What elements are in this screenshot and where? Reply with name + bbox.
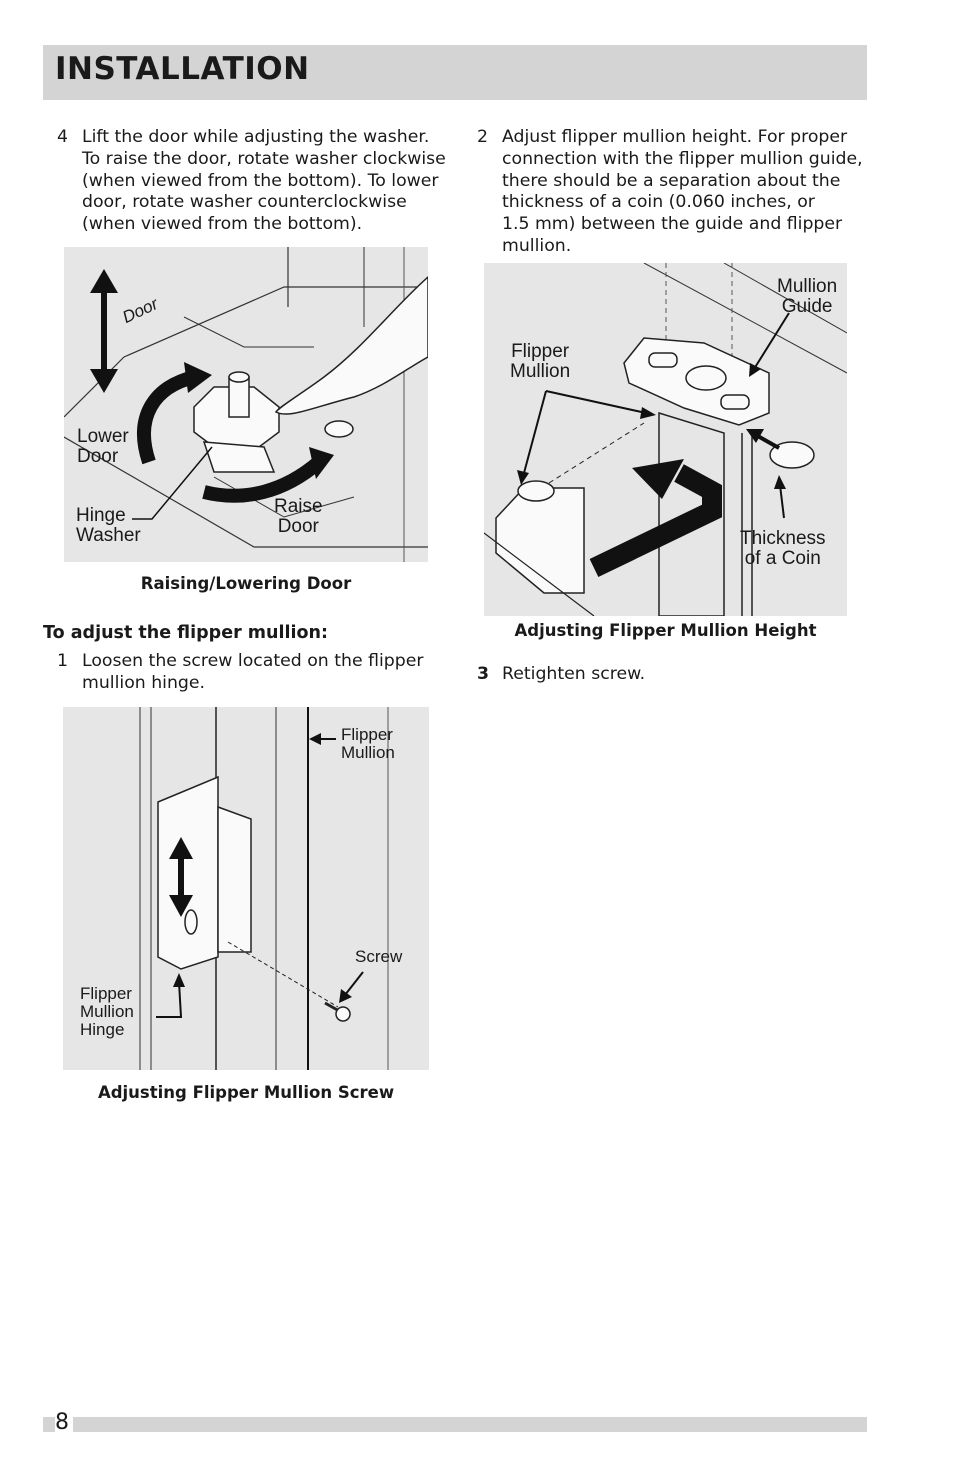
step-text: Retighten screw.	[502, 664, 646, 684]
label-flipper-mullion-hinge: Flipper Mullion Hinge	[80, 984, 134, 1039]
label-thickness-coin: Thickness of a Coin	[740, 528, 826, 569]
step-number: 1	[57, 651, 68, 671]
label-flipper-mullion: Flipper Mullion	[341, 725, 395, 762]
label-screw: Screw	[355, 947, 403, 966]
label-lower-door: Lower Door	[77, 426, 129, 467]
mullion-height-illustration	[484, 263, 847, 616]
step-line: Loosen the screw located on the flipper	[82, 651, 424, 671]
step-line: mullion hinge.	[82, 672, 206, 693]
step-line: (when viewed from the bottom). To lower	[82, 170, 439, 191]
page-number: 8	[55, 1410, 73, 1435]
header-bar: INSTALLATION	[43, 45, 867, 100]
step-4: 4 Lift the door while adjusting the wash…	[57, 127, 457, 239]
label-hinge-washer: Hinge Washer	[76, 505, 141, 546]
section-subheading: To adjust the flipper mullion:	[43, 623, 328, 643]
mullion-screw-illustration	[139, 707, 389, 1070]
step-number: 3	[477, 664, 490, 684]
step-2: 2 Adjust flipper mullion height. For pro…	[477, 127, 877, 261]
step-line: Lift the door while adjusting the washer…	[82, 127, 430, 147]
label-flipper-mullion: Flipper Mullion	[510, 341, 571, 382]
page-title: INSTALLATION	[55, 51, 310, 87]
step-line: 1.5 mm) between the guide and flipper	[502, 214, 843, 235]
step-line: (when viewed from the bottom).	[82, 214, 363, 235]
caption-raising-lowering-door: Raising/Lowering Door	[140, 574, 352, 593]
step-3: 3 Retighten screw.	[477, 664, 877, 688]
step-line: connection with the flipper mullion guid…	[502, 148, 863, 169]
step-line: To raise the door, rotate washer clockwi…	[82, 148, 446, 169]
figure-raising-lowering-door: Door Lower Door Hinge Washer Raise Door	[64, 247, 428, 562]
step-text: Loosen the screw located on the flipper …	[82, 651, 423, 695]
footer-bar	[43, 1417, 867, 1432]
caption-adjusting-mullion-screw: Adjusting Flipper Mullion Screw	[97, 1083, 395, 1102]
door-hinge-illustration	[64, 247, 428, 562]
step-text: Lift the door while adjusting the washer…	[82, 127, 446, 236]
step-text: Adjust flipper mullion height. For prope…	[502, 127, 863, 258]
step-number: 4	[57, 127, 68, 147]
step-line: there should be a separation about the	[502, 170, 841, 191]
step-1: 1 Loosen the screw located on the flippe…	[57, 651, 457, 697]
step-line: mullion.	[502, 235, 572, 256]
label-mullion-guide: Mullion Guide	[777, 276, 838, 317]
figure-adjusting-mullion-height: Mullion Guide Flipper Mullion Thickness …	[484, 263, 847, 616]
figure-adjusting-mullion-screw: Flipper Mullion Screw Flipper Mullion Hi…	[63, 707, 429, 1070]
step-line: thickness of a coin (0.060 inches, or	[502, 192, 815, 213]
label-raise-door: Raise Door	[274, 496, 323, 537]
caption-adjusting-mullion-height: Adjusting Flipper Mullion Height	[514, 621, 817, 640]
step-line: door, rotate washer counterclockwise	[82, 192, 407, 213]
step-number: 2	[477, 127, 488, 147]
step-line: Adjust flipper mullion height. For prope…	[502, 127, 848, 147]
